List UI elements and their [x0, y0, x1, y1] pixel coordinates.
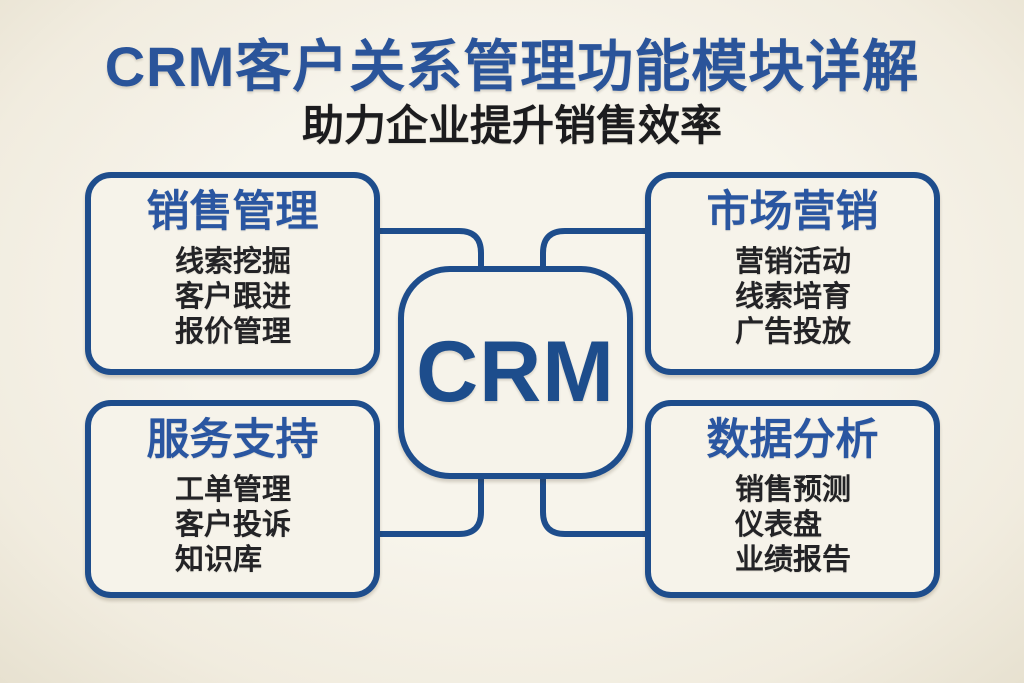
page-subtitle: 助力企业提升销售效率	[301, 102, 722, 149]
module-item: 销售预测	[735, 474, 852, 507]
connector-marketing-to-crm	[540, 228, 647, 272]
module-title-service: 服务支持	[146, 416, 319, 464]
module-item: 知识库	[175, 544, 263, 577]
module-item-list-service: 工单管理 客户投诉 知识库	[175, 473, 374, 578]
module-item-list-sales: 线索挖掘 客户跟进 报价管理	[175, 245, 374, 350]
module-item: 客户跟进	[175, 281, 292, 314]
module-item: 线索培育	[735, 281, 852, 314]
module-box-sales: 销售管理 线索挖掘 客户跟进 报价管理	[85, 172, 380, 375]
module-box-service: 服务支持 工单管理 客户投诉 知识库	[85, 400, 380, 598]
module-item: 客户投诉	[175, 509, 292, 542]
module-title-marketing: 市场营销	[706, 188, 879, 236]
page-title: CRM客户关系管理功能模块详解	[104, 35, 920, 98]
module-item: 广告投放	[735, 316, 852, 349]
connector-sales-to-crm	[378, 228, 484, 272]
module-title-analytics: 数据分析	[706, 416, 879, 464]
module-item: 业绩报告	[735, 544, 852, 577]
module-box-analytics: 数据分析 销售预测 仪表盘 业绩报告	[645, 400, 940, 598]
module-item-list-marketing: 营销活动 线索培育 广告投放	[735, 245, 934, 350]
module-title-sales: 销售管理	[146, 188, 319, 236]
module-item: 仪表盘	[735, 509, 823, 542]
module-item: 工单管理	[175, 474, 292, 507]
module-item: 线索挖掘	[175, 246, 292, 279]
module-box-marketing: 市场营销 营销活动 线索培育 广告投放	[645, 172, 940, 375]
module-item: 报价管理	[175, 316, 292, 349]
module-item: 营销活动	[735, 246, 852, 279]
connector-crm-to-service	[378, 474, 484, 537]
connector-crm-to-analytics	[540, 474, 647, 537]
crm-label: CRM	[416, 324, 615, 420]
module-item-list-analytics: 销售预测 仪表盘 业绩报告	[735, 473, 934, 578]
crm-center-node: CRM	[398, 266, 633, 479]
